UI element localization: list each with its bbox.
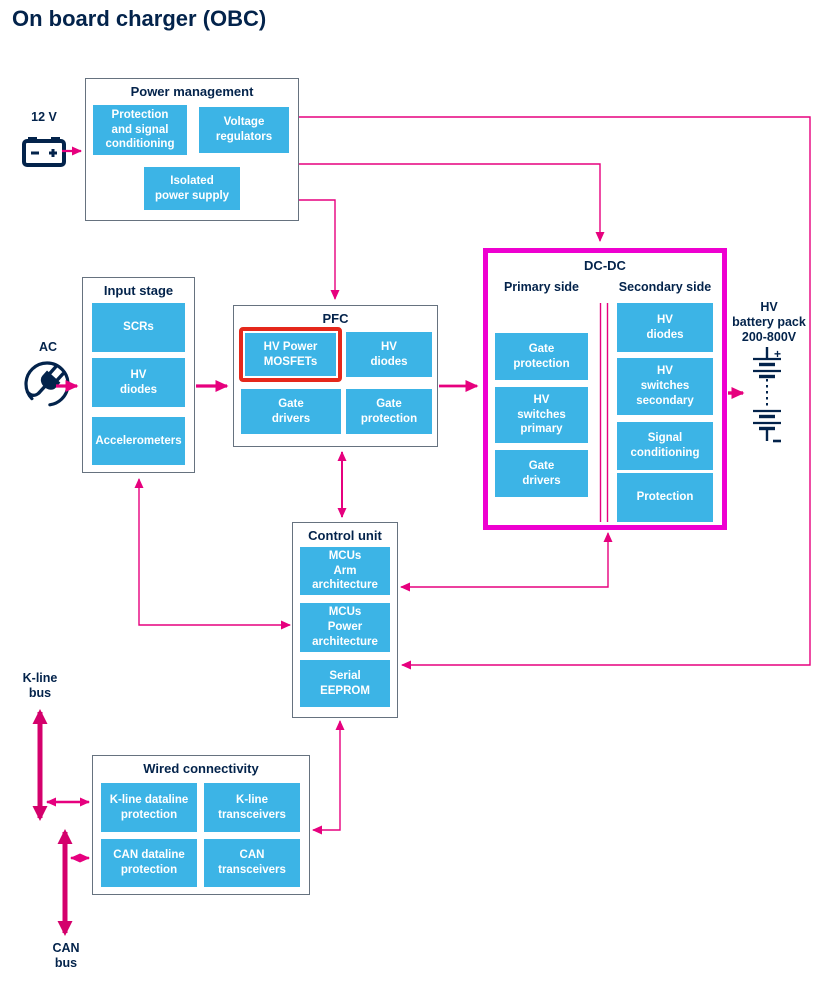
hv-battery-stack-icon: + [753,347,781,443]
chip-can-dataline-protection[interactable]: CAN dataline protection [101,839,197,887]
connector-control-unit-wired-connectivity-bidirectional [312,720,345,835]
kline-bus-label: K-line bus [22,671,58,700]
pfc-title: PFC [322,311,349,326]
power-management-block: Power management Protection and signal c… [85,78,299,221]
dcdc-block: DC-DC Primary side Secondary side Gate p… [483,248,727,530]
dcdc-primary-heading: Primary side [503,280,580,294]
svg-text:+: + [774,347,781,361]
power-management-title: Power management [130,84,254,99]
ac-label: AC [38,340,58,354]
dcdc-secondary-heading: Secondary side [618,280,712,294]
connector-power-management-to-dcdc [299,163,605,242]
hv-battery-pack-label: HV battery pack 200-800V [732,300,806,344]
chip-dcdc-gate-drivers[interactable]: Gate drivers [495,450,588,497]
chip-voltage-regulators[interactable]: Voltage regulators [199,107,289,153]
chip-hv-switches-secondary[interactable]: HV switches secondary [617,358,713,415]
chip-pfc-gate-drivers[interactable]: Gate drivers [241,389,341,434]
chip-kline-transceivers[interactable]: K-line transceivers [204,783,300,832]
battery-12v-icon [22,137,66,167]
control-unit-block: Control unit MCUs Arm architecture MCUs … [292,522,398,718]
page-title: On board charger (OBC) [12,6,267,31]
chip-accelerometers[interactable]: Accelerometers [92,417,185,465]
wired-connectivity-block: Wired connectivity K-line dataline prote… [92,755,310,895]
chip-kline-dataline-protection[interactable]: K-line dataline protection [101,783,197,832]
chip-mcus-power-architecture[interactable]: MCUs Power architecture [300,603,390,652]
chip-mcus-arm-architecture[interactable]: MCUs Arm architecture [300,547,390,595]
chip-dcdc-hv-diodes[interactable]: HV diodes [617,303,713,352]
chip-pfc-hv-diodes[interactable]: HV diodes [346,332,432,377]
chip-dcdc-gate-protection[interactable]: Gate protection [495,333,588,380]
pfc-block: PFC HV Power MOSFETs HV diodes Gate driv… [233,305,438,447]
dcdc-title: DC-DC [584,258,626,273]
battery-12v-label: 12 V [31,110,57,124]
ac-plug-icon [24,361,70,407]
control-unit-title: Control unit [308,528,382,543]
connector-dcdc-control-unit-bidirectional [400,532,613,592]
chip-scrs[interactable]: SCRs [92,303,185,352]
highlight-hv-power-mosfets: HV Power MOSFETs [239,327,342,382]
chip-protection-and-signal-conditioning[interactable]: Protection and signal conditioning [93,105,187,155]
chip-hv-switches-primary[interactable]: HV switches primary [495,387,588,443]
chip-pfc-gate-protection[interactable]: Gate protection [346,389,432,434]
input-stage-block: Input stage SCRs HV diodes Accelerometer… [82,277,195,473]
connector-power-management-to-pfc [299,199,340,300]
connector-control-unit-input-stage-bidirectional [134,478,291,630]
chip-input-hv-diodes[interactable]: HV diodes [92,358,185,407]
input-stage-title: Input stage [103,283,174,298]
chip-hv-power-mosfets[interactable]: HV Power MOSFETs [245,333,336,376]
wired-connectivity-title: Wired connectivity [143,761,259,776]
can-bus-label: CAN bus [52,941,80,970]
chip-isolated-power-supply[interactable]: Isolated power supply [144,167,240,210]
chip-serial-eeprom[interactable]: Serial EEPROM [300,660,390,707]
chip-can-transceivers[interactable]: CAN transceivers [204,839,300,887]
chip-signal-conditioning[interactable]: Signal conditioning [617,422,713,470]
chip-dcdc-protection[interactable]: Protection [617,473,713,522]
